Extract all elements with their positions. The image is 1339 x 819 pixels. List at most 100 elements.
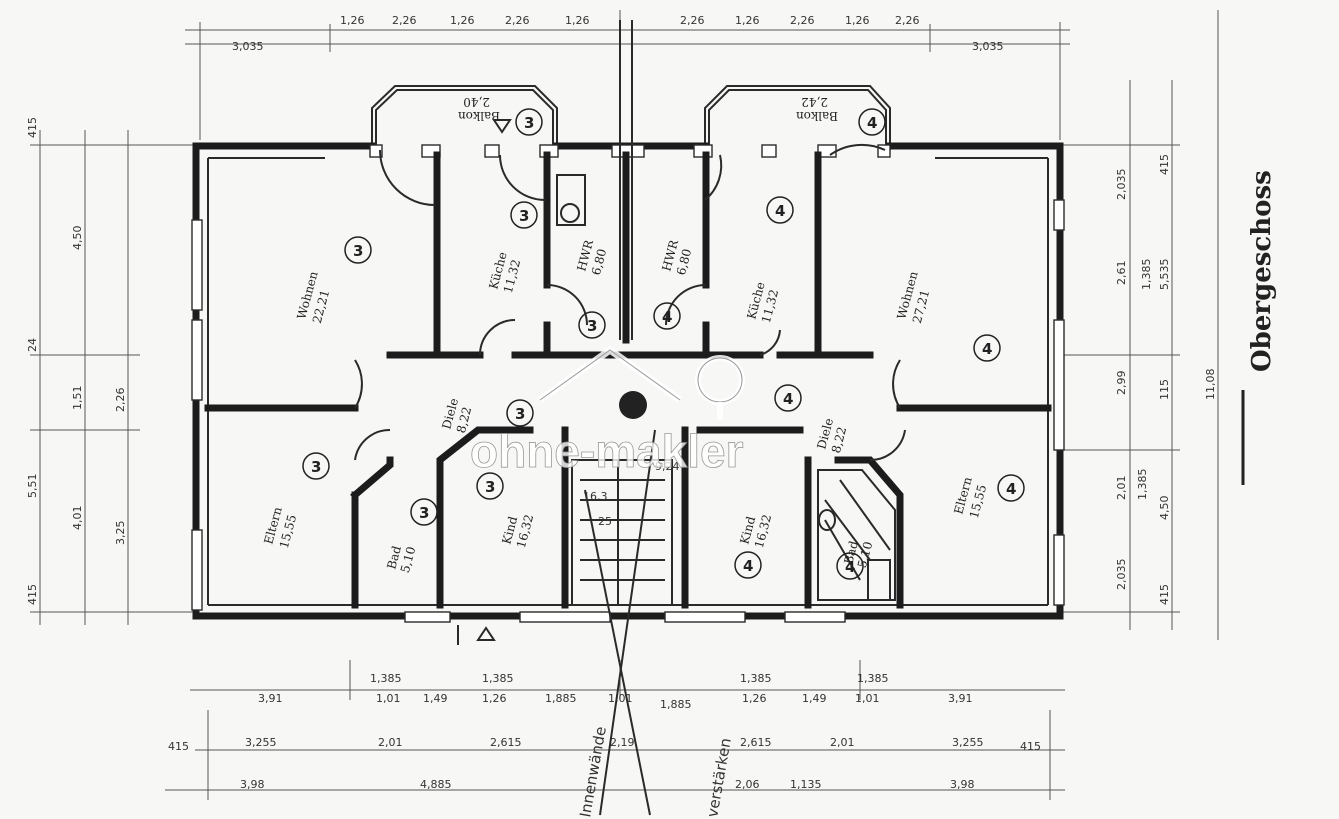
unit-marker: 3 [344,236,372,264]
svg-text:3: 3 [311,458,321,476]
dim-left-label: 3,25 [114,521,127,546]
unit-marker: 3 [510,201,538,229]
unit-marker: 4 [836,552,864,580]
dim-bottom-label: 1,49 [802,692,827,705]
watermark-text: ohne-makler [470,425,744,477]
dim-top-inner-label: 2,26 [895,14,920,27]
dim-top-inner-label: 1,26 [565,14,590,27]
room-name: Balkon [796,109,838,123]
unit-marker: 3 [476,472,504,500]
room-name: Balkon [458,109,500,123]
room-area: 6,80 [674,247,694,276]
dim-left-label: 4,01 [71,506,84,531]
door-swings [354,143,906,462]
dim-bottom-label: 1,385 [857,672,889,685]
dim-bottom-label: 2,01 [830,736,855,749]
unit-marker: 4 [858,108,886,136]
room-area: 5,10 [398,545,418,574]
room-diele-4: Diele 8,22 [814,417,849,455]
dim-bottom-label: 2,01 [378,736,403,749]
dim-top-inner-label: 2,26 [680,14,705,27]
unit-marker: 3 [302,452,330,480]
room-kueche-4: Küche 11,32 [744,280,781,324]
svg-text:4: 4 [783,390,793,408]
dim-left-label: 415 [26,117,39,138]
dim-top-inner-labels: 1,26 2,26 1,26 2,26 1,26 2,26 1,26 2,26 … [340,14,920,27]
dim-bottom-label: 1,26 [482,692,507,705]
dim-bottom-label: 1,01 [855,692,880,705]
note-innenwaende: Innenwände [576,725,610,819]
room-name: Bad [384,544,404,571]
right-dimension-chains [1060,10,1219,640]
watermark-house-icon [537,345,745,420]
dim-bottom-label: 1,135 [790,778,822,791]
unit-marker: 3 [506,399,534,427]
room-area: 2,40 [463,95,490,109]
svg-text:3: 3 [524,114,534,132]
room-area: 5,10 [855,540,875,569]
unit-marker: 4 [766,196,794,224]
room-balkon-3: Balkon 2,40 [458,95,500,123]
watermark-logo-icon [619,391,647,419]
room-kueche-3: Küche 11,32 [486,250,523,294]
dim-bottom-label: 2,19 [610,736,635,749]
dim-bottom-label: 4,885 [420,778,452,791]
dim-left-label: 2,26 [114,388,127,413]
dim-bottom-label: 3,98 [240,778,265,791]
bottom-dimension-chains [165,660,1065,800]
dim-bottom-label: 1,01 [608,692,633,705]
unit-4-markers: 4 4 4 4 4 4 4 4 [653,108,1025,580]
dim-left-label: 4,50 [71,226,84,251]
dim-right-label: 2,01 [1115,476,1128,501]
unit-marker: 3 [578,311,606,339]
dim-bottom-label: 1,885 [660,698,692,711]
dim-bottom-label: 3,91 [948,692,973,705]
room-kind-4: Kind 16,32 [737,513,774,550]
dim-bottom-label: 3,255 [245,736,277,749]
dim-bottom-label: 1,885 [545,692,577,705]
room-kind-3: Kind 16,32 [499,513,536,550]
dim-right-label: 2,035 [1115,559,1128,591]
dim-bottom-label: 2,615 [740,736,772,749]
dim-right-label: 5,535 [1158,259,1171,291]
dim-right-label: 415 [1158,154,1171,175]
svg-text:4: 4 [662,308,672,326]
dim-top-right: 3,035 [972,40,1004,53]
section-marker-icon [457,625,496,645]
dim-top-inner-label: 2,26 [790,14,815,27]
left-dimension-chains [30,130,195,625]
dim-top-inner-label: 1,26 [845,14,870,27]
dim-top-inner-label: 1,26 [340,14,365,27]
bath-fixtures [556,174,896,601]
dim-top-inner-label: 2,26 [505,14,530,27]
svg-text:4: 4 [845,558,855,576]
dim-bottom-label: 1,385 [740,672,772,685]
section-marker-top-icon [492,119,512,134]
svg-text:4: 4 [743,557,753,575]
dim-right-label: 2,61 [1115,261,1128,286]
dim-right-label: 1,385 [1136,469,1149,501]
room-eltern-4: Eltern 15,55 [951,475,989,520]
dim-bottom-label: 1,49 [423,692,448,705]
dim-bottom-row-4: 3,98 4,885 2,06 1,135 3,98 [240,778,975,791]
dim-left-label: 1,51 [71,386,84,411]
dim-left-label: 415 [26,584,39,605]
room-hwr-3: HWR 6,80 [574,237,609,276]
balcony-unit-3 [371,85,558,150]
room-wohnen-3: Wohnen 22,21 [294,270,332,325]
dim-left-label: 24 [26,338,39,352]
dim-top-inner-label: 1,26 [735,14,760,27]
dim-bottom-label: 2,06 [735,778,760,791]
dim-left-label: 5,51 [26,474,39,499]
dim-bottom-label: 415 [1020,740,1041,753]
floor-title: Obergeschoss [1247,170,1277,372]
dim-bottom-label: 1,385 [482,672,514,685]
svg-text:3: 3 [519,207,529,225]
room-diele-3: Diele 8,22 [439,397,474,435]
unit-marker: 3 [410,498,438,526]
unit-marker: 3 [515,108,543,136]
dim-bottom-row-3: 415 3,255 2,01 2,615 2,19 2,615 2,01 3,2… [168,736,1041,753]
room-balkon-4: Balkon 2,42 [796,95,838,123]
dim-top-inner-label: 1,26 [450,14,475,27]
